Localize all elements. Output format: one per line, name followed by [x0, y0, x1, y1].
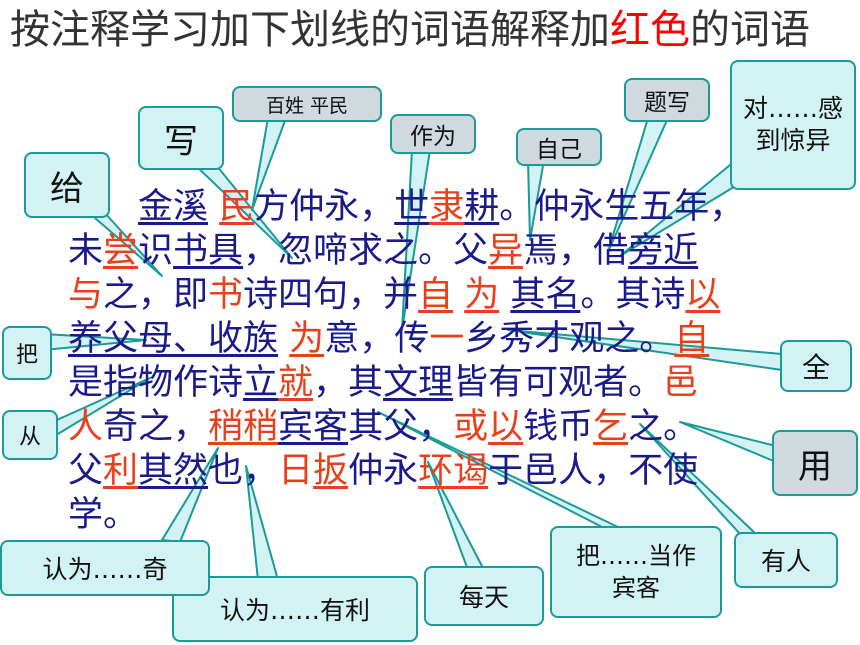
passage-segment: 乞	[593, 407, 629, 447]
passage-line: 金溪 民方仲永，世隶耕。仲永生五年，	[68, 185, 788, 229]
passage-line: 是指物作诗立就，其文理皆有可观者。邑	[68, 361, 788, 405]
passage-segment: 自	[418, 275, 454, 315]
classical-passage: 金溪 民方仲永，世隶耕。仲永生五年， 未尝识书具，忽啼求之。父异焉，借旁近 与之…	[68, 185, 788, 537]
passage-segment: 养父母、	[68, 319, 209, 359]
passage-segment: 宾客	[278, 407, 349, 447]
passage-segment: 自	[674, 319, 710, 359]
passage-segment: 日	[278, 451, 314, 491]
passage-segment: 或	[453, 407, 489, 447]
passage-segment: 以	[685, 275, 721, 315]
passage-segment	[278, 319, 289, 359]
passage-segment: 。其诗	[580, 275, 686, 315]
passage-segment: 就	[278, 363, 314, 403]
passage-segment: 奇之，	[103, 407, 209, 447]
passage-segment: 尝	[103, 231, 139, 271]
passage-segment: 以	[488, 407, 524, 447]
annotation-yong: 用	[772, 430, 858, 496]
passage-segment	[453, 275, 464, 315]
passage-segment: 识	[138, 231, 174, 271]
passage-segment: 焉，借	[523, 231, 629, 271]
passage-segment: 民	[219, 187, 255, 227]
title-highlight: 红色	[610, 7, 690, 53]
passage-segment: 其父，	[348, 407, 454, 447]
passage-segment: ，其	[313, 363, 384, 403]
passage-segment: 耕	[464, 187, 500, 227]
passage-segment: 父	[68, 451, 104, 491]
passage-line: 与之，即书诗四句，并自 为 其名。其诗以	[68, 273, 788, 317]
passage-line: 父利其然也，日扳仲永环谒于邑人，不使	[68, 449, 788, 493]
passage-segment: 钱币	[523, 407, 594, 447]
passage-segment: 扳	[313, 451, 349, 491]
passage-segment: 一	[429, 319, 465, 359]
passage-segment: 环谒	[418, 451, 489, 491]
annotation-zuowei: 作为	[390, 114, 476, 154]
passage-segment: 异	[488, 231, 524, 271]
passage-segment: 皆有可观者。	[453, 363, 664, 403]
annotation-gei: 给	[24, 152, 110, 218]
annotation-baixing: 百姓 平民	[232, 86, 382, 122]
passage-segment: 书	[208, 275, 244, 315]
annotation-cong: 从	[2, 410, 58, 460]
passage-segment: 方仲永，	[254, 187, 395, 227]
annotation-ba: 把	[2, 326, 52, 380]
annotation-jingyi: 对……感到惊异	[730, 60, 856, 190]
passage-segment	[499, 275, 510, 315]
annotation-qi: 认为……奇	[0, 540, 210, 596]
passage-segment: 学。	[68, 495, 139, 535]
passage-segment: 文理	[383, 363, 454, 403]
annotation-quan: 全	[780, 340, 852, 392]
passage-segment: 立	[243, 363, 279, 403]
passage-segment	[208, 187, 219, 227]
passage-segment: 。仲永生五年，	[499, 187, 745, 227]
passage-segment: 为	[464, 275, 500, 315]
passage-segment: 诗四句，并	[243, 275, 419, 315]
passage-segment: 为	[289, 319, 325, 359]
passage-segment: 未	[68, 231, 104, 271]
passage-line: 未尝识书具，忽啼求之。父异焉，借旁近	[68, 229, 788, 273]
passage-segment: 乡秀才观之。	[464, 319, 675, 359]
passage-segment: 世	[394, 187, 430, 227]
passage-segment: 仲永	[348, 451, 419, 491]
passage-segment: 于邑人，不使	[488, 451, 699, 491]
passage-segment: 邑	[663, 363, 699, 403]
annotation-youren: 有人	[734, 532, 838, 588]
passage-segment: 其然	[138, 451, 209, 491]
passage-segment: ，忽啼求之。父	[243, 231, 489, 271]
passage-segment: 意，传	[324, 319, 430, 359]
passage-segment: 旁近	[628, 231, 699, 271]
annotation-youli: 认为……有利	[172, 576, 418, 642]
passage-line: 养父母、收族 为意，传一乡秀才观之。自	[68, 317, 788, 361]
passage-segment: 金溪	[138, 187, 209, 227]
annotation-meitian: 每天	[424, 566, 544, 626]
annotation-dangzuo: 把……当作宾客	[550, 526, 722, 618]
passage-segment: 之，即	[103, 275, 209, 315]
passage-segment: 收族	[208, 319, 279, 359]
passage-segment: 人	[68, 407, 104, 447]
passage-segment: 书具	[173, 231, 244, 271]
passage-segment: 稍稍	[208, 407, 279, 447]
passage-segment: 利	[103, 451, 139, 491]
annotation-tixie: 题写	[624, 78, 710, 122]
passage-line: 人奇之，稍稍宾客其父，或以钱币乞之。	[68, 405, 788, 449]
passage-segment: 是指物作诗	[68, 363, 244, 403]
page-title: 按注释学习加下划线的词语解释加红色的词语	[10, 7, 810, 53]
passage-line: 学。	[68, 493, 788, 537]
passage-segment: 之。	[628, 407, 699, 447]
passage-segment: 其名	[510, 275, 581, 315]
annotation-xie: 写	[138, 106, 224, 170]
passage-segment: 也，	[208, 451, 279, 491]
annotation-ziji: 自己	[516, 128, 602, 166]
passage-segment: 与	[68, 275, 104, 315]
passage-segment: 隶	[429, 187, 465, 227]
